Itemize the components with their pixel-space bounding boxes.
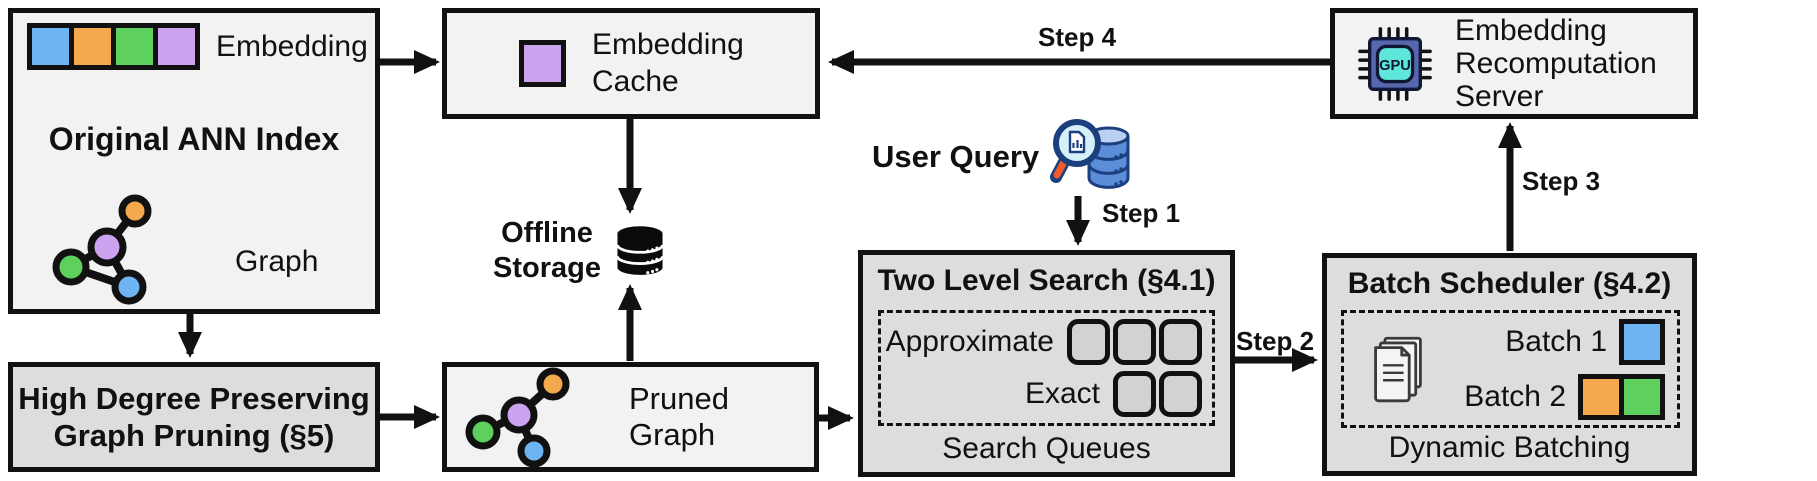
graph-icon xyxy=(52,194,152,305)
graph-label: Graph xyxy=(235,245,319,278)
queue-slot xyxy=(1159,371,1202,417)
dynamic-batching-caption: Dynamic Batching xyxy=(1388,431,1631,464)
exact-queue-row: Exact xyxy=(881,371,1202,417)
approximate-slots xyxy=(1067,319,1202,365)
query-search-icon xyxy=(1050,119,1130,189)
offline-storage-label: Offline Storage xyxy=(493,217,601,284)
approximate-label: Approximate xyxy=(885,325,1054,358)
two-level-search-title: Two Level Search (§4.1) xyxy=(877,264,1216,297)
step3-label: Step 3 xyxy=(1522,166,1601,196)
batch2-label: Batch 2 xyxy=(1464,379,1566,413)
original-ann-index-title: Original ANN Index xyxy=(48,121,340,157)
embedding-square xyxy=(158,28,195,65)
gpu-chip-icon: GPU xyxy=(1358,26,1432,101)
graph-pruning-box: High Degree Preserving Graph Pruning (§5… xyxy=(8,362,380,472)
embedding-square xyxy=(116,28,153,65)
exact-slots xyxy=(1113,371,1202,417)
embedding-label: Embedding xyxy=(216,29,368,63)
graph-pruning-title: High Degree Preserving Graph Pruning (§5… xyxy=(18,380,370,453)
approximate-queue-row: Approximate xyxy=(881,319,1202,365)
original-ann-index-box: Embedding Original ANN Index Graph xyxy=(8,8,380,314)
queue-slot xyxy=(1113,319,1156,365)
embedding-square xyxy=(1583,378,1619,415)
queue-slot xyxy=(1067,319,1110,365)
search-queues-panel: Approximate Exact xyxy=(878,310,1215,426)
embedding-cache-box: Embedding Cache xyxy=(442,8,820,119)
dynamic-batching-panel: Batch 1 Batch 2 xyxy=(1341,310,1680,428)
pruned-graph-icon xyxy=(465,367,570,467)
step1-label: Step 1 xyxy=(1102,198,1181,228)
cached-embedding-icon xyxy=(519,40,566,87)
user-query-label: User Query xyxy=(872,139,1040,174)
user-query: User Query xyxy=(872,116,1135,198)
step4-label: Step 4 xyxy=(1038,22,1117,52)
embedding-square xyxy=(1624,378,1660,415)
search-queues-caption: Search Queues xyxy=(942,432,1151,465)
embedding-square xyxy=(1624,323,1660,360)
embedding-square xyxy=(524,45,561,82)
step2-label: Step 2 xyxy=(1236,326,1315,356)
batch2-embeddings xyxy=(1578,373,1665,420)
embedding-vector-icon xyxy=(27,23,200,70)
exact-label: Exact xyxy=(1024,377,1100,410)
queue-slot xyxy=(1159,319,1202,365)
recomputation-server-label: Embedding Recomputation Server xyxy=(1455,14,1657,113)
gpu-text: GPU xyxy=(1379,57,1411,73)
recomputation-server-box: GPU Embedding Recomputation Server xyxy=(1330,8,1698,119)
two-level-search-box: Two Level Search (§4.1) Approximate Exac… xyxy=(858,250,1235,477)
batch-scheduler-title: Batch Scheduler (§4.2) xyxy=(1347,267,1672,300)
embedding-square xyxy=(32,28,69,65)
embedding-square xyxy=(74,28,111,65)
offline-storage: Offline Storage xyxy=(492,216,666,286)
database-icon xyxy=(616,226,664,275)
pruned-graph-label: Pruned Graph xyxy=(629,381,729,452)
batch1-embeddings xyxy=(1619,318,1665,365)
batch1-label: Batch 1 xyxy=(1505,324,1607,358)
embedding-cache-label: Embedding Cache xyxy=(592,27,744,98)
queue-slot xyxy=(1113,371,1156,417)
batch-scheduler-box: Batch Scheduler (§4.2) Batch 1 Batch 2 xyxy=(1322,253,1697,476)
pruned-graph-box: Pruned Graph xyxy=(442,362,819,472)
batch1-row: Batch 1 xyxy=(1464,318,1665,365)
batch2-row: Batch 2 xyxy=(1464,373,1665,420)
documents-icon xyxy=(1374,336,1422,403)
